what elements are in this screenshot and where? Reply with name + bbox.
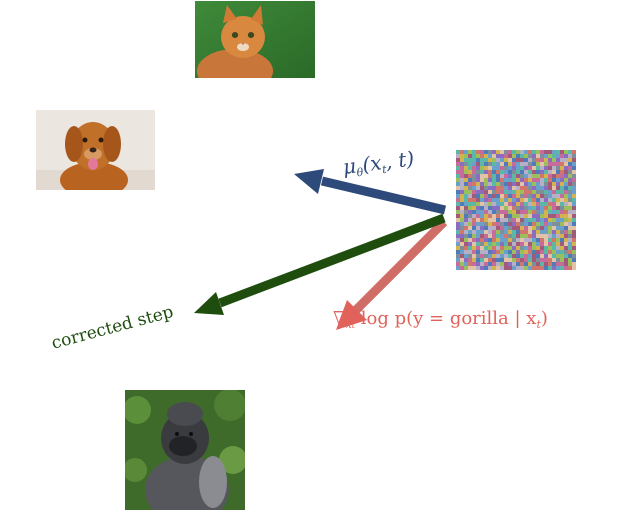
cat-icon xyxy=(195,1,315,78)
gradient-label-t: t xyxy=(351,321,356,330)
cat-photo xyxy=(195,1,315,78)
dog-icon xyxy=(36,110,155,190)
gradient-label-x: x xyxy=(345,318,352,331)
mean-label-mu: μ xyxy=(341,153,358,179)
noise-icon xyxy=(456,150,576,270)
gradient-label-sub: xt xyxy=(346,318,355,331)
mean-arrow xyxy=(294,169,447,215)
gradient-label-end: ) xyxy=(540,308,548,329)
noise-image xyxy=(456,150,576,270)
gradient-label-body: log p(y = gorilla | x xyxy=(355,308,537,329)
dog-photo xyxy=(36,110,155,190)
mean-label-args: (x xyxy=(360,150,383,177)
gorilla-photo xyxy=(125,390,245,510)
gradient-label-nabla: ∇ xyxy=(333,308,346,329)
corrected-arrow xyxy=(194,213,446,315)
mean-label-end: , t) xyxy=(384,146,416,174)
gradient-label: ∇xt log p(y = gorilla | xt) xyxy=(333,308,548,331)
gorilla-icon xyxy=(125,390,245,510)
gradient-arrow xyxy=(336,218,448,330)
gradient-label-t-sub: t xyxy=(536,318,541,331)
